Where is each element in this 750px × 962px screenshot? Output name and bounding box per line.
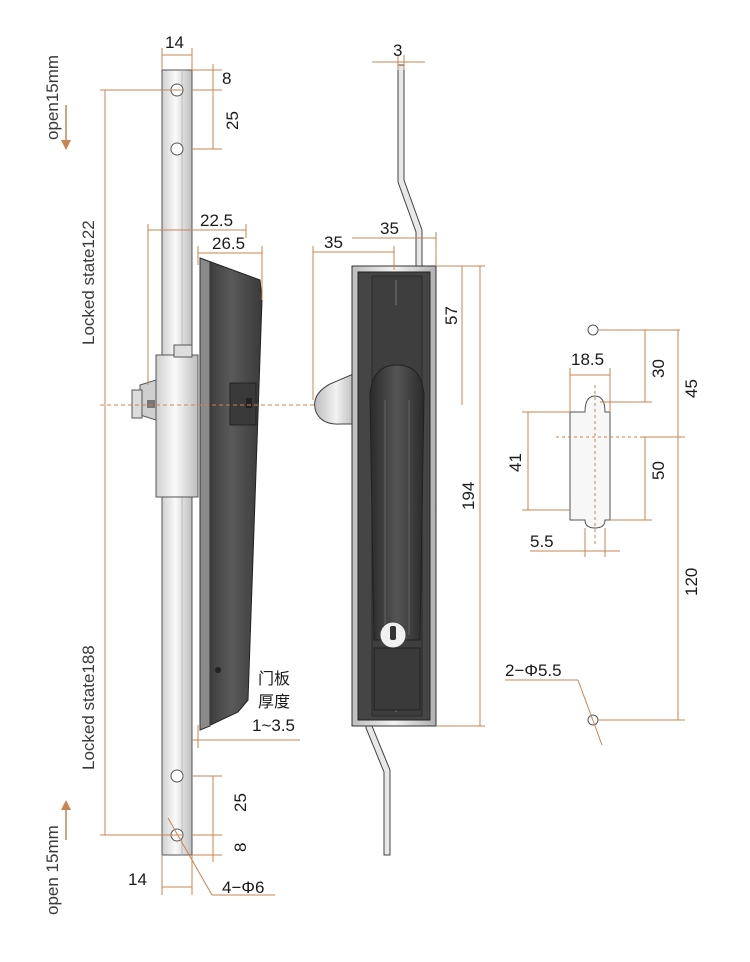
- door-panel-label-2: 厚度: [258, 692, 290, 711]
- rod-holes-label: 4−Φ6: [222, 878, 264, 897]
- lever: [369, 364, 425, 641]
- front-rod-bottom: [365, 725, 391, 856]
- dim-26-5-label: 26.5: [212, 234, 245, 253]
- rod-width-bottom-label: 14: [128, 870, 147, 889]
- arrow-down-icon: [61, 105, 71, 150]
- locked-state-188-label: Locked state188: [79, 645, 98, 770]
- open-top-label: open15mm: [43, 55, 62, 140]
- arrow-up-icon: [61, 800, 71, 840]
- hole-offset-bottom-label: 8: [231, 843, 250, 852]
- door-panel-range-label: 1~3.5: [252, 716, 295, 735]
- rod-width-label: 3: [393, 41, 402, 60]
- panel-cutout: [569, 395, 611, 529]
- mounting-block: [155, 354, 199, 498]
- cutout-30-label: 30: [649, 359, 668, 378]
- rod-width-top-label: 14: [165, 33, 184, 52]
- hole-offset-top-label: 8: [222, 69, 231, 88]
- cutout-width-label: 18.5: [571, 350, 604, 369]
- rod-hole: [170, 142, 184, 156]
- cutout-45-label: 45: [682, 379, 701, 398]
- dim-22-5-label: 22.5: [200, 211, 233, 230]
- cutout-view: 18.5 41 5.5 30 50 45 120 2−Φ5.5: [505, 324, 701, 746]
- door-panel-label-1: 门板: [258, 669, 290, 688]
- body-width-label: 35: [380, 219, 399, 238]
- height-194-label: 194: [459, 482, 478, 510]
- hole-spacing-top-label: 25: [223, 111, 242, 130]
- handle-tab: [314, 371, 359, 425]
- cutout-5-5-label: 5.5: [530, 532, 554, 551]
- front-view: 3 35 35 57 194: [312, 41, 485, 856]
- locked-state-122-label: Locked state122: [79, 220, 98, 345]
- side-view: 14 8 25 22.5 26.5 门板 厚度 1~3.5 25 8 14 4−…: [100, 33, 430, 897]
- hole-spacing-bottom-label: 25: [231, 793, 250, 812]
- side-labels: open15mm Locked state122 Locked state188…: [43, 55, 98, 915]
- rod-hole: [170, 769, 184, 783]
- height-57-label: 57: [442, 306, 461, 325]
- mount-holes-label: 2−Φ5.5: [505, 661, 562, 680]
- cutout-120-label: 120: [682, 568, 701, 596]
- cutout-height-41-label: 41: [506, 453, 525, 472]
- cutout-50-label: 50: [649, 461, 668, 480]
- mount-hole: [587, 324, 599, 336]
- open-bottom-label: open 15mm: [43, 825, 62, 915]
- handle-reach-label: 35: [324, 233, 343, 252]
